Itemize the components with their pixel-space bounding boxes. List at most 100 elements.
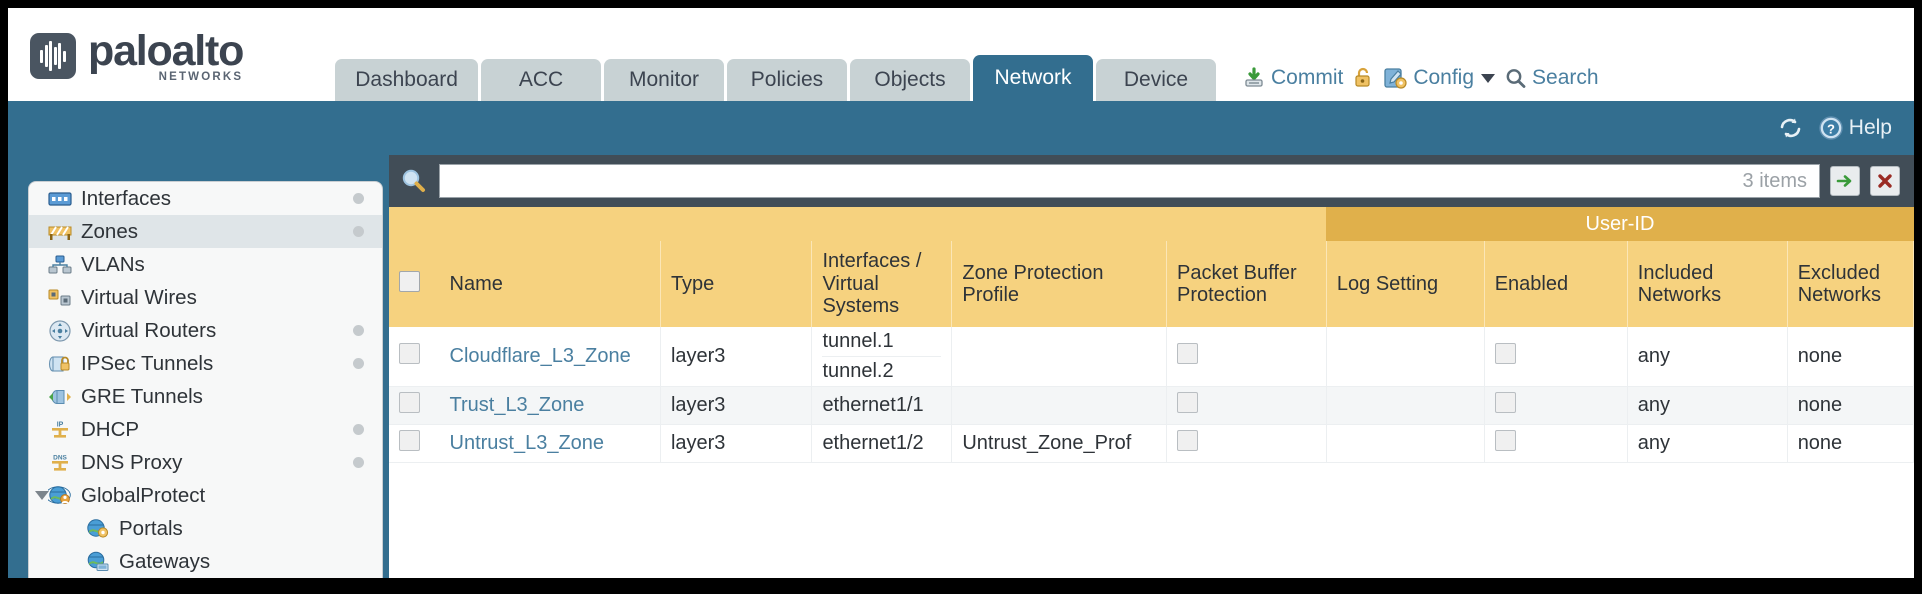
tab-objects[interactable]: Objects bbox=[849, 59, 970, 101]
sidebar-item-label: DHCP bbox=[81, 417, 140, 441]
dns-proxy-icon: DNS bbox=[47, 452, 73, 474]
status-dot bbox=[353, 193, 364, 204]
tab-policies[interactable]: Policies bbox=[726, 59, 847, 101]
zones-table: User-ID Name Type Interfaces / Virtual S… bbox=[389, 207, 1914, 463]
gateways-icon bbox=[85, 551, 111, 573]
help-button[interactable]: ? Help bbox=[1818, 115, 1892, 141]
cell-type: layer3 bbox=[660, 327, 813, 387]
col-log-setting[interactable]: Log Setting bbox=[1326, 241, 1485, 327]
cell-packet-buffer-protection bbox=[1166, 424, 1327, 463]
packet-buffer-protection-checkbox[interactable] bbox=[1176, 430, 1198, 451]
cell-excluded-networks: none bbox=[1787, 327, 1914, 387]
tab-device[interactable]: Device bbox=[1095, 59, 1216, 101]
svg-text:?: ? bbox=[1827, 122, 1835, 137]
portals-icon bbox=[85, 518, 111, 540]
ipsec-tunnels-icon bbox=[47, 353, 73, 375]
chevron-down-icon bbox=[1481, 73, 1496, 83]
row-checkbox[interactable] bbox=[399, 430, 420, 451]
select-all-checkbox[interactable] bbox=[399, 270, 420, 292]
col-name[interactable]: Name bbox=[439, 241, 661, 327]
config-menu[interactable]: Config bbox=[1383, 66, 1496, 90]
sidebar-item-virtual-wires[interactable]: Virtual Wires bbox=[29, 281, 382, 314]
cell-zone-protection-profile bbox=[951, 386, 1167, 425]
config-label: Config bbox=[1413, 66, 1475, 89]
table-row[interactable]: Untrust_L3_Zone layer3 ethernet1/2 Untru… bbox=[389, 424, 1914, 463]
zones-icon bbox=[47, 221, 73, 243]
col-excluded-networks[interactable]: Excluded Networks bbox=[1787, 241, 1914, 327]
help-icon: ? bbox=[1818, 115, 1844, 141]
commit-button[interactable]: Commit bbox=[1242, 66, 1343, 90]
sidebar-item-label: GlobalProtect bbox=[81, 483, 206, 507]
col-user-id-enabled[interactable]: Enabled bbox=[1484, 241, 1628, 327]
sidebar-item-globalprotect[interactable]: GlobalProtect bbox=[29, 479, 382, 512]
cell-user-id-enabled bbox=[1484, 424, 1628, 463]
commit-label: Commit bbox=[1270, 66, 1344, 89]
zone-name-link[interactable]: Cloudflare_L3_Zone bbox=[449, 345, 631, 367]
collapse-twisty-icon[interactable] bbox=[35, 491, 49, 500]
cell-log-setting bbox=[1326, 327, 1485, 387]
sidebar-item-zones[interactable]: Zones bbox=[29, 215, 382, 248]
tab-acc[interactable]: ACC bbox=[480, 59, 601, 101]
filter-bar: 3 items bbox=[389, 155, 1914, 207]
user-id-enabled-checkbox[interactable] bbox=[1494, 430, 1516, 451]
clear-x-icon bbox=[1878, 174, 1892, 188]
apply-filter-button[interactable] bbox=[1830, 166, 1860, 196]
cell-zone-protection-profile bbox=[951, 327, 1167, 387]
user-id-enabled-checkbox[interactable] bbox=[1494, 392, 1516, 413]
table-row[interactable]: Cloudflare_L3_Zone layer3 tunnel.1 tunne… bbox=[389, 327, 1914, 387]
row-checkbox[interactable] bbox=[399, 392, 420, 413]
search-button[interactable]: Search bbox=[1504, 66, 1599, 90]
zone-name-link[interactable]: Untrust_L3_Zone bbox=[449, 432, 605, 454]
main-nav-tabs: Dashboard ACC Monitor Policies Objects N… bbox=[335, 55, 1216, 101]
row-select-cell bbox=[389, 386, 440, 425]
cell-zone-protection-profile: Untrust_Zone_Prof bbox=[951, 424, 1167, 463]
sidebar-item-ipsec-tunnels[interactable]: IPSec Tunnels bbox=[29, 347, 382, 380]
sidebar-item-vlans[interactable]: VLANs bbox=[29, 248, 382, 281]
sidebar-item-interfaces[interactable]: Interfaces bbox=[29, 182, 382, 215]
sidebar-item-label: Virtual Routers bbox=[81, 318, 217, 342]
svg-text:DNS: DNS bbox=[53, 454, 67, 461]
packet-buffer-protection-checkbox[interactable] bbox=[1176, 343, 1198, 364]
zones-table-body: Cloudflare_L3_Zone layer3 tunnel.1 tunne… bbox=[389, 327, 1914, 463]
status-dot bbox=[353, 424, 364, 435]
tab-dashboard[interactable]: Dashboard bbox=[335, 59, 478, 101]
row-checkbox[interactable] bbox=[399, 343, 420, 364]
tab-network[interactable]: Network bbox=[972, 55, 1093, 101]
clear-filter-button[interactable] bbox=[1870, 166, 1900, 196]
group-header-blank bbox=[389, 207, 1327, 241]
network-sidebar: Interfaces Zones VLANs Vir bbox=[28, 181, 383, 578]
table-row[interactable]: Trust_L3_Zone layer3 ethernet1/1 bbox=[389, 386, 1914, 425]
sidebar-item-virtual-routers[interactable]: Virtual Routers bbox=[29, 314, 382, 347]
unlock-icon[interactable] bbox=[1352, 66, 1374, 90]
cell-interfaces: ethernet1/1 bbox=[811, 386, 953, 425]
sidebar-item-dns-proxy[interactable]: DNS DNS Proxy bbox=[29, 446, 382, 479]
cell-user-id-enabled bbox=[1484, 386, 1628, 425]
help-label: Help bbox=[1848, 116, 1892, 139]
gre-tunnels-icon bbox=[47, 386, 73, 408]
apply-arrow-icon bbox=[1836, 175, 1852, 187]
sidebar-item-gre-tunnels[interactable]: GRE Tunnels bbox=[29, 380, 382, 413]
col-type[interactable]: Type bbox=[660, 241, 813, 327]
status-dot bbox=[353, 325, 364, 336]
filter-input[interactable]: 3 items bbox=[439, 164, 1820, 198]
packet-buffer-protection-checkbox[interactable] bbox=[1176, 392, 1198, 413]
cell-type: layer3 bbox=[660, 386, 813, 425]
tab-monitor[interactable]: Monitor bbox=[603, 59, 724, 101]
sidebar-item-label: Portals bbox=[119, 516, 183, 540]
paloalto-logo-mark-icon bbox=[30, 33, 76, 79]
virtual-routers-icon bbox=[47, 319, 73, 342]
col-packet-buffer-protection[interactable]: Packet Buffer Protection bbox=[1166, 241, 1327, 327]
sidebar-item-gateways[interactable]: Gateways bbox=[29, 545, 382, 578]
user-id-enabled-checkbox[interactable] bbox=[1494, 343, 1516, 364]
col-zone-protection-profile[interactable]: Zone Protection Profile bbox=[951, 241, 1167, 327]
sidebar-item-dhcp[interactable]: IP DHCP bbox=[29, 413, 382, 446]
sidebar-item-portals[interactable]: Portals bbox=[29, 512, 382, 545]
zone-name-link[interactable]: Trust_L3_Zone bbox=[449, 394, 585, 416]
col-interfaces-virtual-systems[interactable]: Interfaces / Virtual Systems bbox=[811, 241, 953, 327]
refresh-icon[interactable] bbox=[1777, 116, 1804, 140]
col-included-networks[interactable]: Included Networks bbox=[1627, 241, 1788, 327]
sidebar-item-label: Gateways bbox=[119, 549, 211, 573]
search-icon[interactable] bbox=[399, 168, 429, 194]
search-icon bbox=[1504, 67, 1527, 90]
interface-entry: ethernet1/1 bbox=[822, 394, 924, 416]
